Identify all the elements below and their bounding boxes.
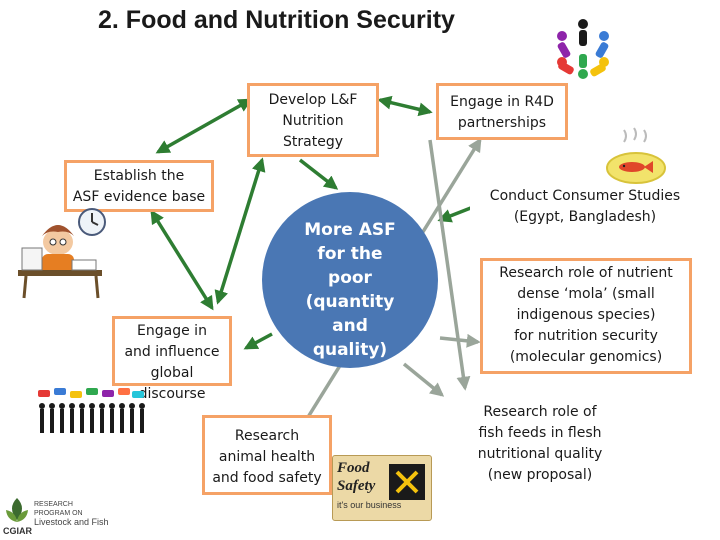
node-partnerships: Engage in R4D partnerships	[436, 83, 568, 140]
fish-plate-icon	[606, 127, 666, 184]
node-strategy: Develop L&F Nutrition Strategy	[247, 83, 379, 157]
cgiar-label: CGIAR	[3, 526, 32, 536]
crp-label: RESEARCH PROGRAM ON Livestock and Fish	[34, 501, 109, 527]
arrow-partnerships-fishfeeds	[428, 139, 471, 391]
arrow-strategy-partnerships	[377, 95, 433, 117]
node-consumer: Conduct Consumer Studies (Egypt, Banglad…	[470, 186, 700, 234]
cutlery-icon	[389, 464, 425, 500]
arrow-center-mola	[439, 333, 481, 348]
people-circle-icon	[557, 19, 609, 79]
arrow-center-discourse	[243, 332, 273, 350]
arrow-strategy-center	[298, 158, 339, 190]
arrow-evidence-discourse	[150, 209, 214, 311]
studying-person-icon	[18, 208, 106, 299]
node-mola: Research role of nutrient dense ‘mola’ (…	[480, 258, 692, 374]
page-title: 2. Food and Nutrition Security	[98, 6, 455, 34]
arrow-center-fishfeeds	[402, 362, 445, 397]
arrow-strategy-discourse	[214, 157, 266, 305]
center-goal-circle: More ASF for the poor (quantity and qual…	[262, 192, 438, 368]
node-animal-health: Research animal health and food safety	[202, 415, 332, 495]
crowd-speech-icon	[38, 388, 145, 433]
node-evidence: Establish the ASF evidence base	[64, 160, 214, 212]
cgiar-leaf-icon	[6, 498, 28, 522]
food-safety-logo: Food Safety it's our business	[332, 455, 432, 521]
arrow-strategy-evidence	[155, 98, 253, 154]
node-discourse: Engage in and influence global discourse	[112, 316, 232, 402]
node-fish-feeds: Research role of fish feeds in flesh nut…	[460, 402, 620, 492]
